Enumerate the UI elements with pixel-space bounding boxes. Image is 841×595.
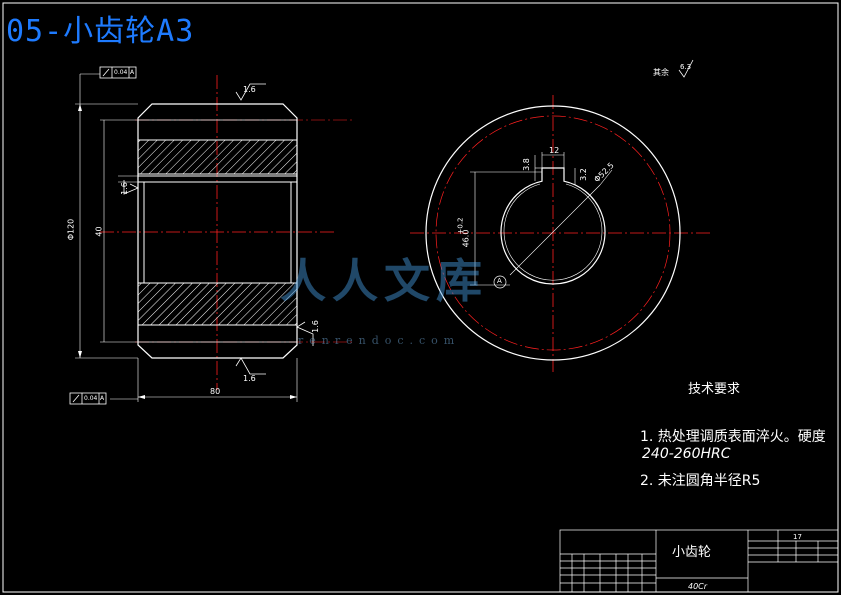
roughness-symbol-top [235, 83, 266, 101]
tolerance-bottom-value: 0.04 [84, 395, 98, 402]
roughness-top-value: 1.6 [243, 85, 256, 94]
roughness-bottom-value: 1.6 [243, 374, 256, 383]
tech-requirement-line-3: 2. 未注圆角半径R5 [640, 473, 761, 489]
tolerance-bottom-ref: A [100, 395, 105, 402]
callout-a-label: A [497, 277, 502, 285]
dim-width: 80 [210, 387, 221, 396]
front-view [69, 66, 355, 405]
roughness-right-value: 1.6 [310, 320, 320, 333]
roughness-other-symbol [678, 59, 694, 78]
gear-outline [137, 103, 298, 359]
tolerance-frame-bottom [69, 392, 138, 405]
side-view [410, 59, 712, 372]
hatch-bottom [137, 282, 298, 326]
roughness-symbol-left [123, 180, 139, 195]
bore-with-keyway [500, 167, 606, 285]
roughness-other-value: 6.3 [680, 63, 692, 71]
hatch-top [137, 139, 298, 175]
document-title: 05-小齿轮A3 [6, 14, 195, 49]
callout-a-circle [493, 275, 507, 289]
dim-key-right: 3.2 [578, 168, 588, 181]
dim-key-width: 12 [549, 146, 560, 155]
dim-key-depth: 3.8 [521, 158, 531, 171]
tech-requirement-line-1: 1. 热处理调质表面淬火。硬度 [640, 429, 826, 445]
part-quantity: 17 [793, 533, 802, 541]
gear-outer-circle [425, 105, 681, 361]
part-material: 40Cr [688, 582, 708, 591]
watermark-logo: 人人文库 [280, 254, 488, 308]
watermark-url: renrendoc.com [298, 334, 461, 347]
gear-pitch-circle [435, 115, 671, 351]
title-block [559, 529, 839, 593]
dim-tolerance: +0.2 [456, 217, 465, 235]
tech-requirements-heading: 技术要求 [688, 382, 741, 397]
tolerance-frame-top [79, 66, 137, 104]
roughness-left-value: 1.6 [119, 182, 129, 195]
roughness-symbol-right [296, 321, 314, 346]
part-name: 小齿轮 [672, 545, 712, 560]
dim-inner: 40 [94, 226, 104, 237]
tech-requirement-line-2: 240-260HRC [642, 446, 731, 462]
dim-outer-diameter: Φ120 [66, 218, 76, 241]
roughness-symbol-bottom [235, 357, 266, 375]
tolerance-top-value: 0.04 [114, 69, 128, 76]
tolerance-top-ref: A [130, 69, 135, 76]
roughness-other-label: 其余 [653, 68, 669, 77]
